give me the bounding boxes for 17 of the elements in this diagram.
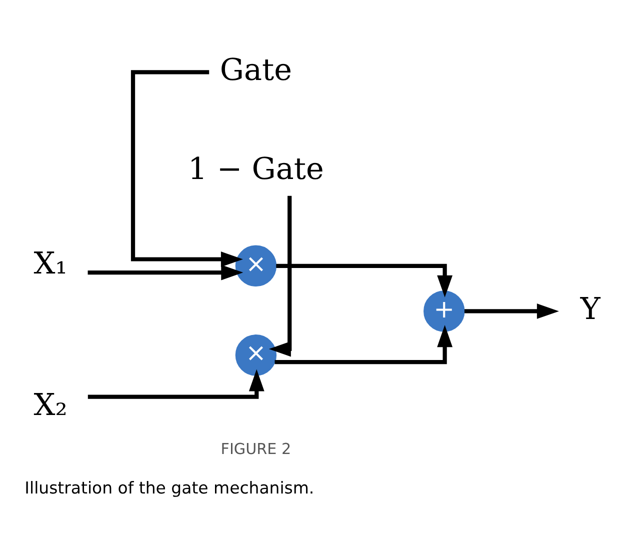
node-text: X₂: [34, 388, 68, 424]
arrow: [268, 196, 292, 357]
node-circle: ×: [235, 334, 277, 376]
node-text: 1 − Gate: [188, 152, 324, 187]
caption: Illustration of the gate mechanism.: [24, 478, 314, 498]
node-circle: ×: [235, 245, 277, 286]
node-circle: +: [424, 290, 465, 332]
arrow: [88, 264, 244, 280]
arrow: [88, 369, 264, 399]
arrow: [274, 325, 453, 364]
node-text: Y: [580, 292, 600, 327]
arrow: [464, 304, 559, 319]
node-text: Gate: [220, 52, 292, 88]
arrow: [276, 264, 453, 298]
label: FIGURE 2: [220, 440, 292, 458]
node-text: X₁: [34, 246, 68, 282]
arrow: [130, 70, 243, 267]
